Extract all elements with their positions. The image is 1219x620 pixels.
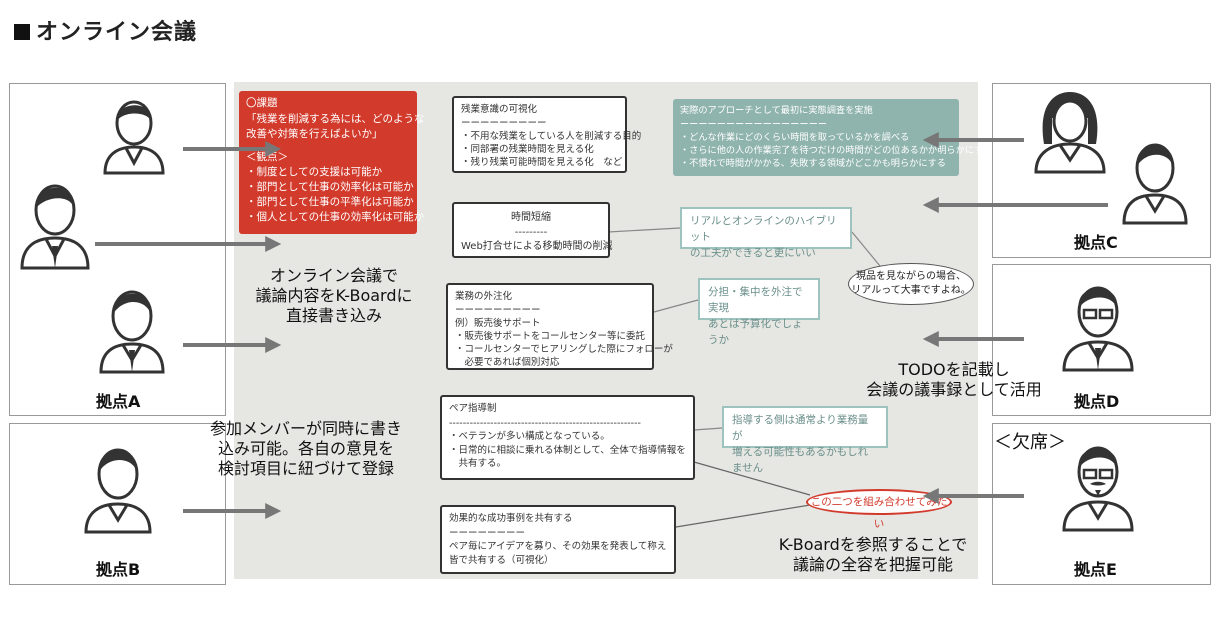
success-card[interactable]: 効果的な成功事例を共有する ーーーーーーーー ペア毎にアイデアを募り、その効果を… xyxy=(440,505,676,574)
split-note-line: 分担・集中を外注で実現 xyxy=(708,286,803,314)
issue-line: ・部門として仕事の平準化は可能か xyxy=(246,196,414,208)
caption-members: 参加メンバーが同時に書き 込み可能。各自の意見を 検討項目に紐づけて登録 xyxy=(196,419,416,479)
outsource-line: ・販売後サポートをコールセンター等に委託 xyxy=(455,331,646,342)
success-line: ーーーーーーーー xyxy=(449,527,526,539)
visual-line: ・同部署の残業時間を見える化 xyxy=(461,144,594,155)
issue-card[interactable]: 〇課題 「残業を削減する為には、どのような 改善や対策を行えばよいか」 ＜観点＞… xyxy=(239,91,425,234)
shorten-card[interactable]: 時間短縮 --------- Web打合せによる移動時間の削減 xyxy=(452,202,613,258)
approach-card-head: 実際のアプローチとして最初に実態調査を実施 xyxy=(680,105,873,116)
pair-line: ・ベテランが多い構成となっている。 xyxy=(449,431,610,442)
caption-line: 議論内容をK-Boardに xyxy=(255,286,413,305)
shorten-line: Web打合せによる移動時間の削減 xyxy=(461,241,613,252)
approach-line: ーーーーーーーーーーーーーーーー xyxy=(680,119,827,130)
caption-todo: TODOを記載し 会議の議事録として活用 xyxy=(858,360,1050,400)
absence-label: ＜欠席＞ xyxy=(994,432,1066,453)
pair-line: ・日常的に相談に乗れる体制として、全体で指導情報を xyxy=(449,444,686,456)
success-line: 皆で共有する（可視化） xyxy=(449,554,554,566)
site-label-c: 拠点C xyxy=(1074,233,1118,252)
outsource-line: 必要であれば個別対応 xyxy=(455,357,560,368)
guide-note-line: 指導する側は通常より業務量が xyxy=(732,414,869,442)
guide-note-line: 増える可能性もあるかもしれません xyxy=(732,446,869,474)
pair-card-head: ペア指導制 xyxy=(449,403,497,414)
site-label-e: 拠点E xyxy=(1074,560,1117,579)
caption-line: 参加メンバーが同時に書き xyxy=(209,419,402,438)
visual-card-head: 残業意識の可視化 xyxy=(461,104,538,115)
outsource-card-head: 業務の外注化 xyxy=(455,291,513,302)
person-icon xyxy=(1122,143,1188,225)
page-title: オンライン会議 xyxy=(14,14,197,46)
site-label-b: 拠点B xyxy=(96,560,141,579)
split-note-line: あとは予算化でしょうか xyxy=(708,318,803,346)
hybrid-note-line: リアルとオンラインのハイブリット xyxy=(690,215,837,243)
success-line: ペア毎にアイデアを募り、その効果を発表して称え xyxy=(449,541,667,552)
caption-online: オンライン会議で 議論内容をK-Boardに 直接書き込み xyxy=(244,266,424,326)
caption-line: TODOを記載し xyxy=(898,360,1010,379)
bubble-line: 現品を見ながらの場合、 xyxy=(856,271,966,282)
issue-line: ・個人としての仕事の効率化は可能か xyxy=(246,211,425,223)
person-icon xyxy=(1062,446,1134,532)
visual-line: ・不用な残業をしている人を削減する目的 xyxy=(461,131,642,142)
caption-line: オンライン会議で xyxy=(269,266,398,285)
guide-note[interactable]: 指導する側は通常より業務量が 増える可能性もあるかもしれません xyxy=(722,406,888,474)
approach-line: ・どんな作業にどのくらい時間を取っているかを調べる xyxy=(680,132,910,143)
visual-card[interactable]: 残業意識の可視化 ーーーーーーーーー ・不用な残業をしている人を削減する目的 ・… xyxy=(452,96,642,173)
caption-line: 会議の議事録として活用 xyxy=(866,380,1042,399)
issue-line: ・制度としての支援は可能か xyxy=(246,166,383,178)
issue-line: 改善や対策を行えばよいか」 xyxy=(246,128,383,140)
bubble-line: リアルって大事ですよね。 xyxy=(851,285,971,296)
outsource-line: ーーーーーーーーー xyxy=(455,305,541,316)
approach-line: ・さらに他の人の作業完了を待つだけの時間がどの位あるかが明らかにする xyxy=(680,145,993,156)
success-card-head: 効果的な成功事例を共有する xyxy=(449,513,573,524)
caption-line: K-Boardを参照することで xyxy=(778,535,968,554)
site-label-d: 拠点D xyxy=(1074,392,1120,411)
caption-line: 検討項目に紐づけて登録 xyxy=(217,459,394,478)
pair-line: 共有する。 xyxy=(449,458,507,469)
pair-card[interactable]: ペア指導制 ----------------------------------… xyxy=(440,395,695,480)
site-label-a: 拠点A xyxy=(96,392,141,411)
caption-line: 込み可能。各自の意見を xyxy=(217,439,394,458)
comment-bubble[interactable]: 現品を見ながらの場合、 リアルって大事ですよね。 xyxy=(848,263,974,305)
outsource-card[interactable]: 業務の外注化 ーーーーーーーーー 例）販売後サポート ・販売後サポートをコールセ… xyxy=(446,283,673,370)
issue-line: 「残業を削減する為には、どのような xyxy=(246,113,425,125)
outsource-line: ・コールセンターでヒアリングした際にフォローが xyxy=(455,344,673,355)
caption-kboard: K-Boardを参照することで 議論の全容を把握可能 xyxy=(768,535,978,575)
person-icon xyxy=(1062,286,1134,372)
person-icon xyxy=(84,448,152,534)
approach-card[interactable]: 実際のアプローチとして最初に実態調査を実施 ーーーーーーーーーーーーーーーー ・… xyxy=(673,99,993,176)
outsource-line: 例）販売後サポート xyxy=(455,318,541,329)
issue-line: ・部門として仕事の効率化は可能か xyxy=(246,181,414,193)
caption-line: 直接書き込み xyxy=(285,306,382,325)
page-title-text: オンライン会議 xyxy=(36,20,198,45)
visual-line: ・残り残業可能時間を見える化 など xyxy=(461,157,623,168)
shorten-line: --------- xyxy=(514,227,548,238)
person-icon xyxy=(99,290,165,374)
shorten-card-head: 時間短縮 xyxy=(511,212,551,223)
hybrid-note[interactable]: リアルとオンラインのハイブリット の工夫ができると更にいい xyxy=(680,207,852,259)
split-note[interactable]: 分担・集中を外注で実現 あとは予算化でしょうか xyxy=(698,278,820,346)
square-bullet-icon xyxy=(14,24,30,40)
person-icon xyxy=(103,100,165,175)
hybrid-note-line: の工夫ができると更にいい xyxy=(690,247,816,259)
approach-line: ・不慣れで時間がかかる、失敗する領域がどこかも明らかにする xyxy=(680,158,946,169)
pair-line: ----------------------------------------… xyxy=(449,417,641,429)
person-icon xyxy=(20,184,90,270)
person-icon xyxy=(1034,92,1106,174)
issue-card-head: 〇課題 xyxy=(246,97,278,109)
caption-line: 議論の全容を把握可能 xyxy=(792,555,953,574)
visual-line: ーーーーーーーーー xyxy=(461,118,547,129)
